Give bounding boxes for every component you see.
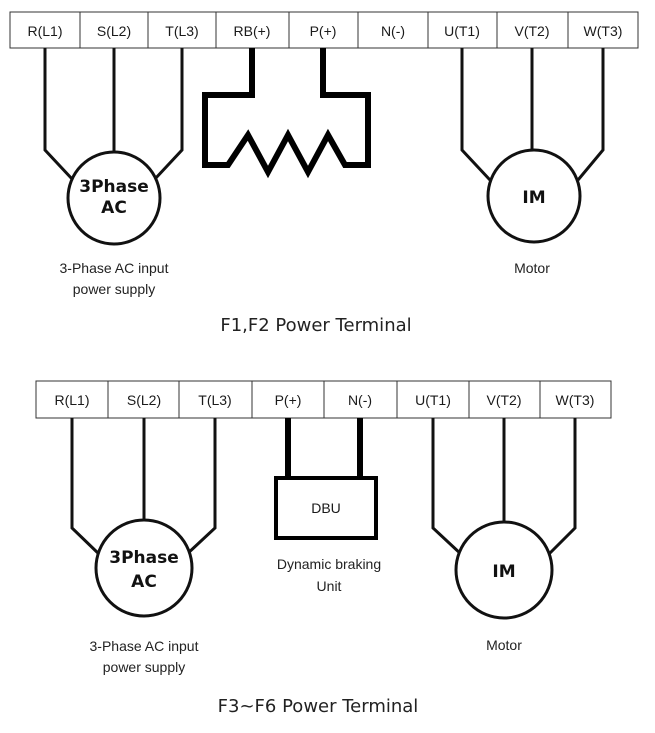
f1f2-terminal-s: S(L2) — [97, 23, 131, 39]
f3f6-ac-source-label-line1: 3Phase — [109, 548, 179, 568]
f3f6-terminal-u: U(T1) — [415, 392, 451, 408]
f3f6-terminal-r: R(L1) — [54, 392, 89, 408]
f1f2-source-caption-line2: power supply — [73, 281, 156, 297]
f1f2-supply-wiring: 3Phase AC 3-Phase AC input power supply — [43, 48, 184, 297]
f1f2-motor-label: IM — [522, 188, 545, 208]
f1f2-terminal-p: P(+) — [310, 23, 337, 39]
f1f2-source-caption-line1: 3-Phase AC input — [60, 260, 169, 276]
f1f2-ac-source-label-line2: AC — [101, 198, 127, 218]
f3f6-source-caption-line1: 3-Phase AC input — [90, 638, 199, 654]
f3f6-terminal-n: N(-) — [348, 392, 372, 408]
f1f2-terminal-strip: R(L1) S(L2) T(L3) RB(+) P(+) N(-) U(T1) … — [9, 11, 639, 49]
f3f6-motor-wiring: IM Motor — [431, 418, 577, 653]
f1f2-ac-source-circle — [66, 150, 162, 246]
f1f2-motor-wiring: IM Motor — [460, 48, 605, 276]
f3f6-motor-caption: Motor — [486, 637, 522, 653]
f3f6-ac-source-label-line2: AC — [131, 572, 157, 592]
f3f6-terminal-v: V(T2) — [487, 392, 522, 408]
f3f6-dbu-label: DBU — [311, 500, 341, 516]
f3f6-terminal-t: T(L3) — [198, 392, 231, 408]
f1f2-section-title: F1,F2 Power Terminal — [220, 315, 411, 336]
f3f6-dbu-wiring: DBU Dynamic braking Unit — [274, 418, 381, 594]
f1f2-terminal-w: W(T3) — [584, 23, 623, 39]
f1f2-terminal-u: U(T1) — [444, 23, 480, 39]
f3f6-motor-circle — [454, 520, 554, 620]
f1f2-motor-circle — [486, 148, 582, 244]
f3f6-dbu-caption-line1: Dynamic braking — [277, 556, 381, 572]
f3f6-ac-source-circle — [94, 518, 194, 618]
f3f6-motor-label: IM — [492, 562, 515, 582]
f1f2-terminal-v: V(T2) — [515, 23, 550, 39]
f3f6-supply-wiring: 3Phase AC 3-Phase AC input power supply — [70, 418, 217, 675]
f1f2-braking-resistor — [202, 48, 371, 179]
f1f2-terminal-rb: RB(+) — [234, 23, 271, 39]
f3f6-terminal-p: P(+) — [275, 392, 302, 408]
f1f2-terminal-t: T(L3) — [165, 23, 198, 39]
f1f2-ac-source-label-line1: 3Phase — [79, 177, 149, 197]
f3f6-source-caption-line2: power supply — [103, 659, 186, 675]
f3f6-terminal-strip: R(L1) S(L2) T(L3) P(+) N(-) U(T1) V(T2) … — [35, 380, 612, 419]
f3f6-dbu-caption-line2: Unit — [317, 578, 342, 594]
f3f6-dbu-box — [274, 476, 378, 540]
f3f6-terminal-w: W(T3) — [556, 392, 595, 408]
f3f6-terminal-s: S(L2) — [127, 392, 161, 408]
f1f2-terminal-n: N(-) — [381, 23, 405, 39]
f1f2-motor-caption: Motor — [514, 260, 550, 276]
f3f6-section-title: F3~F6 Power Terminal — [218, 696, 419, 717]
f1f2-terminal-r: R(L1) — [27, 23, 62, 39]
